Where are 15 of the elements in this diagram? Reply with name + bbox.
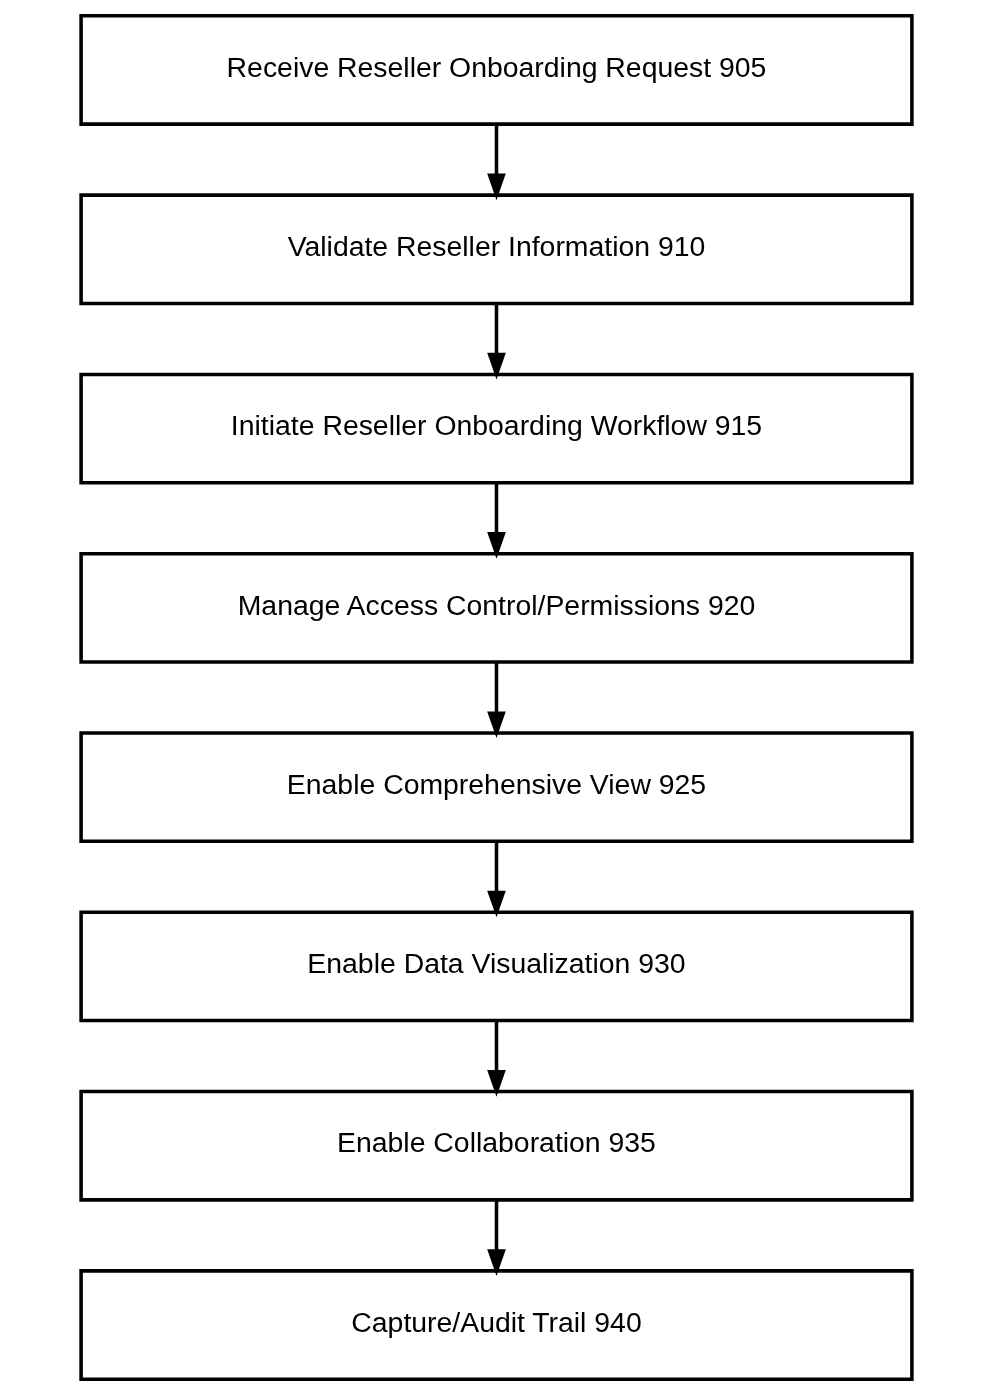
node-box: Manage Access Control/Permissions 920 bbox=[79, 551, 914, 664]
node-box: Initiate Reseller Onboarding Workflow 915 bbox=[79, 372, 914, 485]
arrow bbox=[487, 1200, 506, 1276]
node-box: Capture/Audit Trail 940 bbox=[79, 1269, 914, 1381]
node-box: Receive Reseller Onboarding Request 905 bbox=[79, 14, 914, 126]
arrow bbox=[487, 662, 506, 739]
node-box: Enable Data Visualization 930 bbox=[79, 910, 914, 1023]
arrow bbox=[487, 1020, 506, 1097]
arrow bbox=[487, 841, 506, 918]
node-box: Validate Reseller Information 910 bbox=[79, 193, 914, 306]
arrow bbox=[487, 483, 506, 559]
node-box: Enable Collaboration 935 bbox=[79, 1089, 914, 1202]
arrow bbox=[487, 124, 506, 201]
node-box: Enable Comprehensive View 925 bbox=[79, 731, 914, 844]
arrow bbox=[487, 303, 506, 380]
